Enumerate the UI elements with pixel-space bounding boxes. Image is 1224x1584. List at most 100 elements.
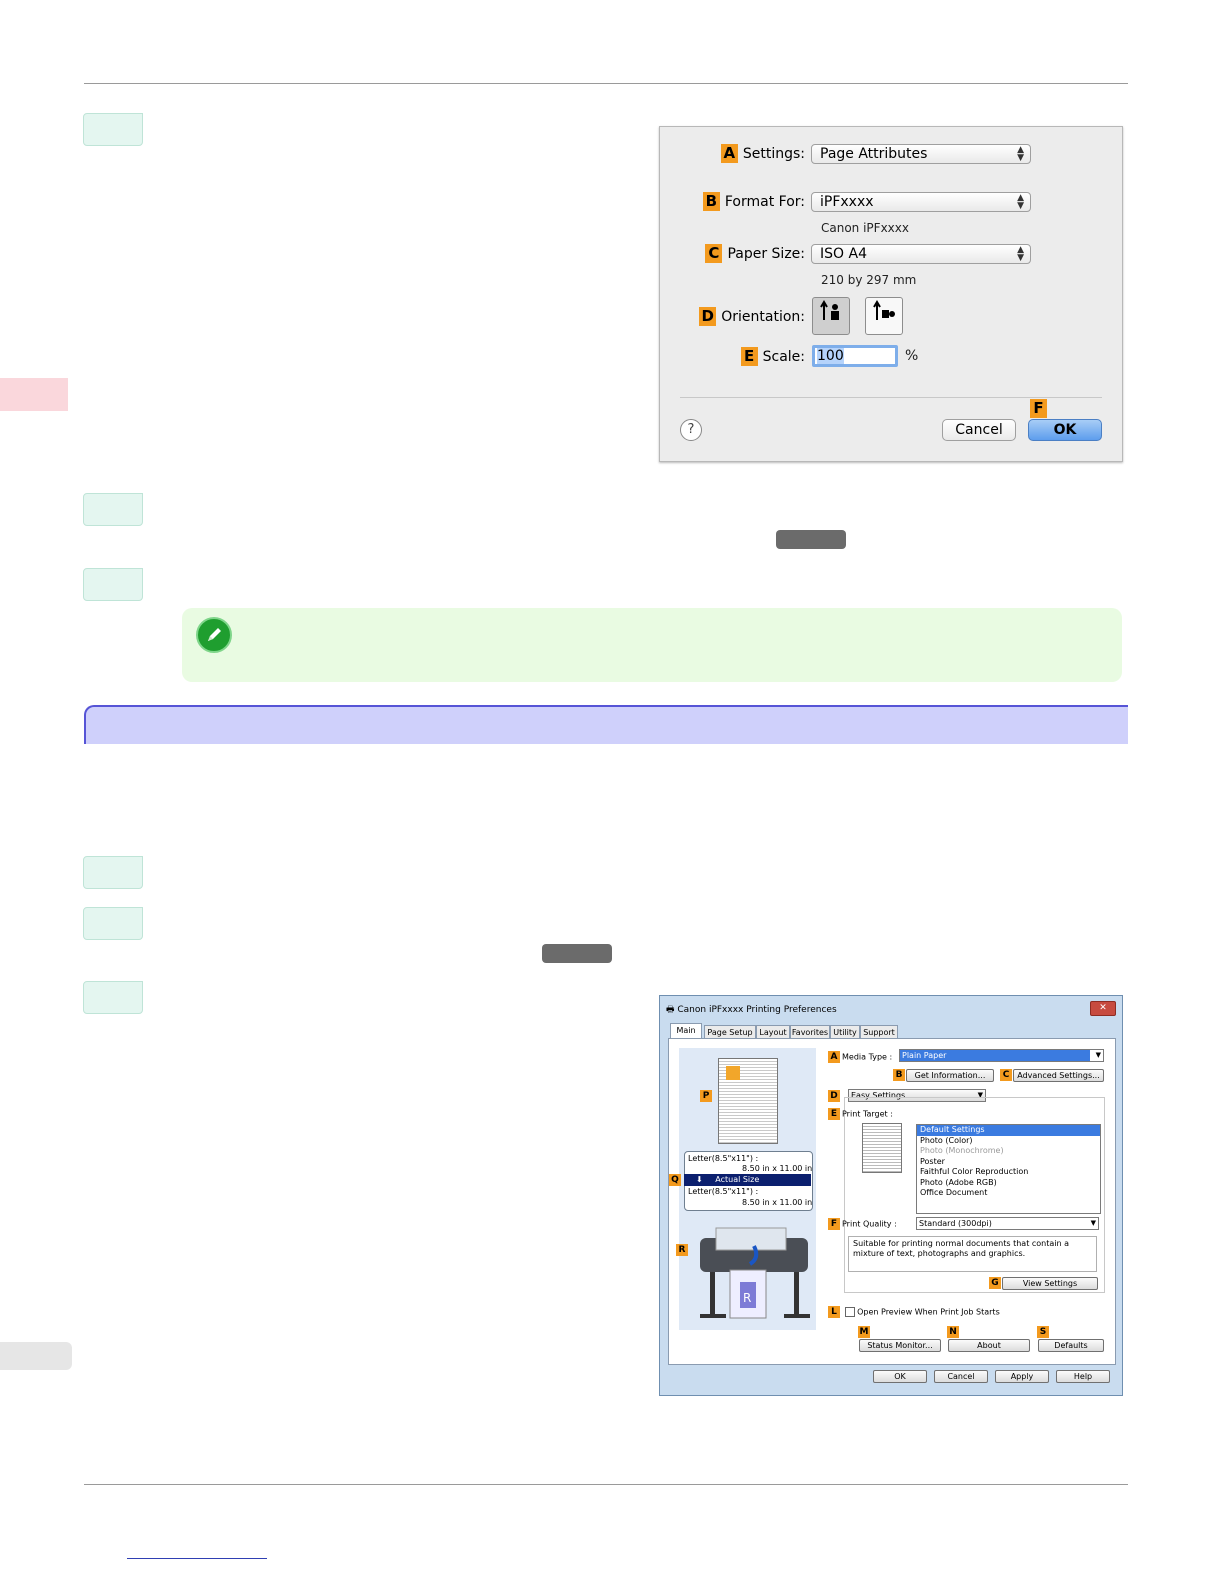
callout-letter: E: [740, 347, 758, 366]
paper-top-line1: Letter(8.5"x11") :: [688, 1154, 759, 1163]
close-button[interactable]: ✕: [1090, 1001, 1116, 1016]
callout-c: C: [1000, 1069, 1014, 1081]
window-title: 🖶 Canon iPFxxxx Printing Preferences: [666, 1005, 837, 1015]
printer-model-text: Canon iPFxxxx: [821, 221, 909, 235]
tab-favorites[interactable]: Favorites: [790, 1025, 830, 1040]
list-item[interactable]: Photo (Color): [920, 1135, 973, 1145]
list-item[interactable]: Photo (Adobe RGB): [920, 1177, 997, 1187]
scale-input[interactable]: 100: [812, 345, 898, 367]
footer-rule: [84, 1484, 1128, 1485]
easy-settings-select[interactable]: Easy Settings▼: [848, 1089, 986, 1102]
get-information-button[interactable]: Get Information...: [906, 1069, 994, 1082]
callout-q: Q: [669, 1174, 683, 1186]
callout-g: G: [989, 1277, 1003, 1289]
callout-b: B: [893, 1069, 907, 1081]
ok-button[interactable]: OK: [873, 1370, 927, 1383]
tab-support[interactable]: Support: [860, 1025, 898, 1040]
page-reference-link[interactable]: [542, 944, 612, 963]
callout-letter: F: [1030, 399, 1047, 418]
media-type-select[interactable]: Plain Paper▼: [899, 1049, 1104, 1062]
footer-link-underline: [127, 1558, 267, 1559]
list-item[interactable]: Poster: [920, 1156, 945, 1166]
paper-dimensions-text: 210 by 297 mm: [821, 273, 917, 287]
tab-main[interactable]: Main: [670, 1023, 702, 1041]
print-quality-description: Suitable for printing normal documents t…: [848, 1236, 1097, 1272]
callout-letter: C: [705, 244, 723, 263]
portrait-icon: [820, 300, 839, 320]
page-side-tab: [0, 1342, 72, 1370]
status-monitor-button[interactable]: Status Monitor...: [859, 1339, 941, 1352]
scale-unit: %: [905, 348, 919, 364]
list-item[interactable]: Faithful Color Reproduction: [920, 1167, 1029, 1176]
callout-d: D: [828, 1090, 842, 1102]
callout-letter: D: [699, 307, 717, 326]
step-marker: [83, 907, 143, 940]
step-marker: [83, 493, 143, 526]
open-preview-option[interactable]: L Open Preview When Print Job Starts: [828, 1306, 1000, 1318]
actual-size-bar: ⬇ Actual Size: [684, 1174, 811, 1186]
callout-letter: A: [720, 144, 738, 163]
callout-n: N: [947, 1326, 961, 1338]
paper-bottom-line2: 8.50 in x 11.00 in: [742, 1198, 813, 1207]
down-arrow-icon: ⬇: [696, 1175, 703, 1184]
advanced-settings-button[interactable]: Advanced Settings...: [1013, 1069, 1104, 1082]
step-marker: [83, 113, 143, 146]
note-box: [182, 608, 1122, 682]
section-heading-bar: [84, 705, 1128, 744]
paper-bottom-line1: Letter(8.5"x11") :: [688, 1187, 759, 1196]
landscape-orientation-button[interactable]: [865, 297, 903, 335]
printing-preferences-window: 🖶 Canon iPFxxxx Printing Preferences ✕ M…: [659, 995, 1123, 1396]
svg-text:R: R: [743, 1291, 751, 1305]
callout-letter: B: [702, 192, 720, 211]
tab-utility[interactable]: Utility: [830, 1025, 860, 1040]
list-item: Photo (Monochrome): [920, 1146, 1004, 1155]
printer-icon: 🖶: [666, 1005, 675, 1015]
view-settings-button[interactable]: View Settings: [1002, 1277, 1098, 1290]
open-preview-checkbox[interactable]: [844, 1307, 855, 1317]
list-item[interactable]: Office Document: [920, 1188, 988, 1197]
page-preview-image-icon: [726, 1066, 740, 1080]
dialog-separator: [680, 397, 1102, 398]
portrait-orientation-button[interactable]: [812, 297, 850, 335]
about-button[interactable]: About: [948, 1339, 1030, 1352]
callout-m: M: [858, 1326, 870, 1338]
help-button[interactable]: Help: [1056, 1370, 1110, 1383]
list-item[interactable]: Default Settings: [917, 1125, 1100, 1136]
pencil-note-icon: [196, 617, 232, 653]
settings-popup[interactable]: Page Attributes▲▼: [811, 144, 1031, 164]
paper-size-popup[interactable]: ISO A4▲▼: [811, 244, 1031, 264]
format-for-popup[interactable]: iPFxxxx▲▼: [811, 192, 1031, 212]
callout-s: S: [1037, 1326, 1051, 1338]
callout-r: R: [676, 1244, 690, 1256]
ok-button[interactable]: OK: [1028, 419, 1102, 441]
print-target-thumbnail: [862, 1123, 902, 1173]
page-reference-link[interactable]: [776, 530, 846, 549]
paper-top-line2: 8.50 in x 11.00 in: [742, 1164, 813, 1173]
print-quality-select[interactable]: Standard (300dpi)▼: [916, 1217, 1099, 1230]
step-marker: [83, 856, 143, 889]
cancel-button[interactable]: Cancel: [934, 1370, 988, 1383]
print-target-list[interactable]: Default Settings Photo (Color) Photo (Mo…: [916, 1124, 1101, 1214]
apply-button[interactable]: Apply: [995, 1370, 1049, 1383]
step-marker: [83, 568, 143, 601]
landscape-icon: [873, 300, 895, 320]
tab-page-setup[interactable]: Page Setup: [704, 1025, 756, 1040]
cancel-button[interactable]: Cancel: [942, 419, 1016, 441]
chapter-side-tab: [0, 378, 68, 411]
header-rule: [84, 83, 1128, 84]
help-button[interactable]: ?: [680, 419, 702, 441]
printer-illustration: R: [700, 1227, 810, 1319]
callout-p: P: [700, 1090, 714, 1102]
tab-layout[interactable]: Layout: [756, 1025, 790, 1040]
step-marker: [83, 981, 143, 1014]
defaults-button[interactable]: Defaults: [1038, 1339, 1104, 1352]
